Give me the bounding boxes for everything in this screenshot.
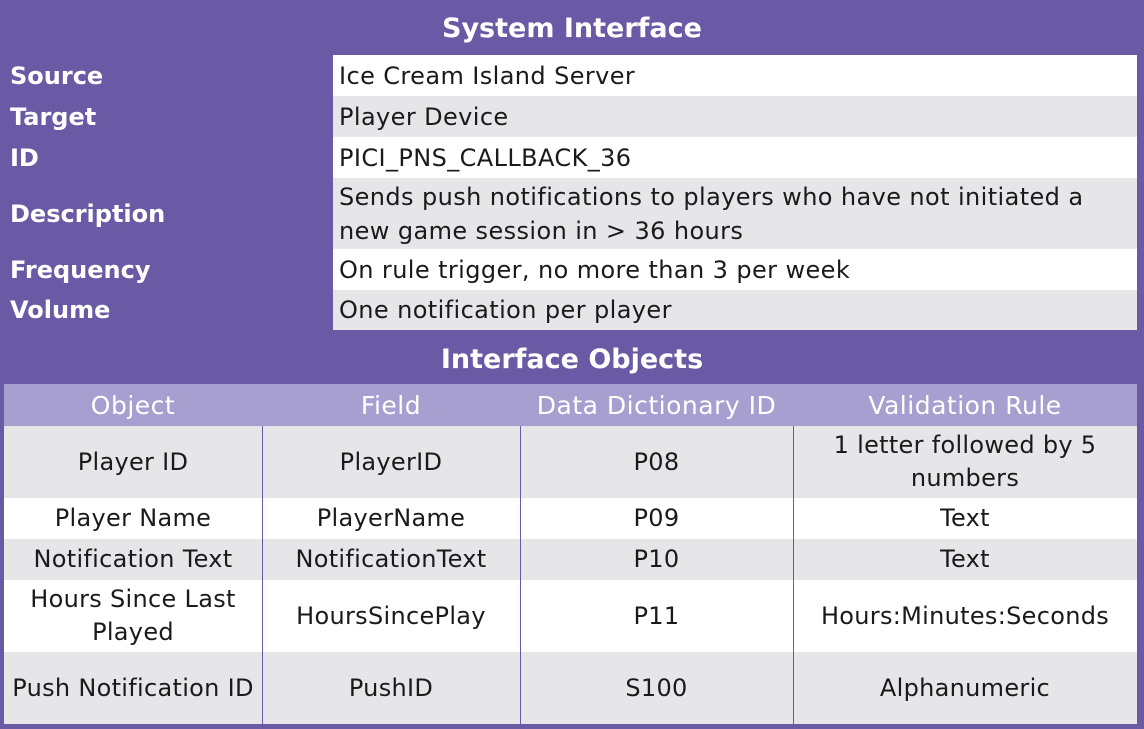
target-label: Target (10, 102, 97, 131)
object-cell: Hours Since Last Played (30, 585, 236, 646)
system-interface-title: System Interface (442, 13, 702, 44)
interface-objects-table: Object Field Data Dictionary ID Validati… (4, 384, 1137, 724)
table-row: Push Notification ID PushID S100 Alphanu… (4, 652, 1137, 724)
table-header: Object Field Data Dictionary ID Validati… (4, 384, 1137, 426)
frequency-label: Frequency (10, 255, 151, 284)
id-row: ID PICI_PNS_CALLBACK_36 (0, 137, 1144, 178)
validation-rule-cell: Alphanumeric (879, 673, 1051, 702)
table-row: Player Name PlayerName P09 Text (4, 498, 1137, 539)
column-header-validation-rule: Validation Rule (868, 390, 1062, 420)
field-cell: HoursSincePlay (296, 601, 486, 630)
dictionary-id-cell: P08 (633, 447, 680, 476)
volume-label: Volume (10, 296, 111, 324)
volume-value: One notification per player (333, 290, 1137, 330)
column-divider (520, 426, 521, 724)
column-header-field: Field (360, 390, 422, 420)
frequency-value: On rule trigger, no more than 3 per week (333, 249, 1137, 290)
object-cell: Player ID (77, 447, 189, 476)
column-header-data-dictionary-id: Data Dictionary ID (536, 390, 777, 420)
dictionary-id-cell: P10 (633, 545, 680, 573)
id-value: PICI_PNS_CALLBACK_36 (333, 137, 1137, 178)
column-header-object: Object (90, 390, 176, 420)
column-divider (262, 426, 263, 724)
target-value: Player Device (333, 96, 1137, 137)
validation-rule-cell: Hours:Minutes:Seconds (820, 601, 1110, 630)
frequency-row: Frequency On rule trigger, no more than … (0, 249, 1144, 290)
column-divider (793, 426, 794, 724)
field-cell: PlayerID (339, 447, 443, 476)
volume-row: Volume One notification per player (0, 290, 1144, 330)
object-cell: Notification Text (33, 545, 233, 573)
field-cell: NotificationText (295, 545, 487, 573)
description-label: Description (10, 199, 166, 228)
dictionary-id-cell: S100 (625, 673, 688, 702)
target-row: Target Player Device (0, 96, 1144, 137)
validation-rule-cell: 1 letter followed by 5 numbers (833, 431, 1097, 492)
field-cell: PlayerName (316, 504, 466, 532)
table-row: Player ID PlayerID P08 1 letter followed… (4, 426, 1137, 498)
validation-rule-cell: Text (940, 545, 990, 573)
table-row: Hours Since Last Played HoursSincePlay P… (4, 580, 1137, 652)
field-cell: PushID (348, 673, 434, 702)
dictionary-id-cell: P09 (633, 504, 680, 532)
id-label: ID (10, 143, 39, 172)
interface-objects-title: Interface Objects (440, 344, 704, 375)
source-value: Ice Cream Island Server (333, 55, 1137, 96)
validation-rule-cell: Text (940, 504, 990, 532)
description-value: Sends push notifications to players who … (333, 178, 1137, 249)
source-row: Source Ice Cream Island Server (0, 55, 1144, 96)
description-row: Description Sends push notifications to … (0, 178, 1144, 249)
dictionary-id-cell: P11 (633, 601, 680, 630)
source-label: Source (10, 61, 104, 90)
object-cell: Push Notification ID (12, 673, 254, 702)
table-row: Notification Text NotificationText P10 T… (4, 539, 1137, 580)
object-cell: Player Name (54, 504, 212, 532)
